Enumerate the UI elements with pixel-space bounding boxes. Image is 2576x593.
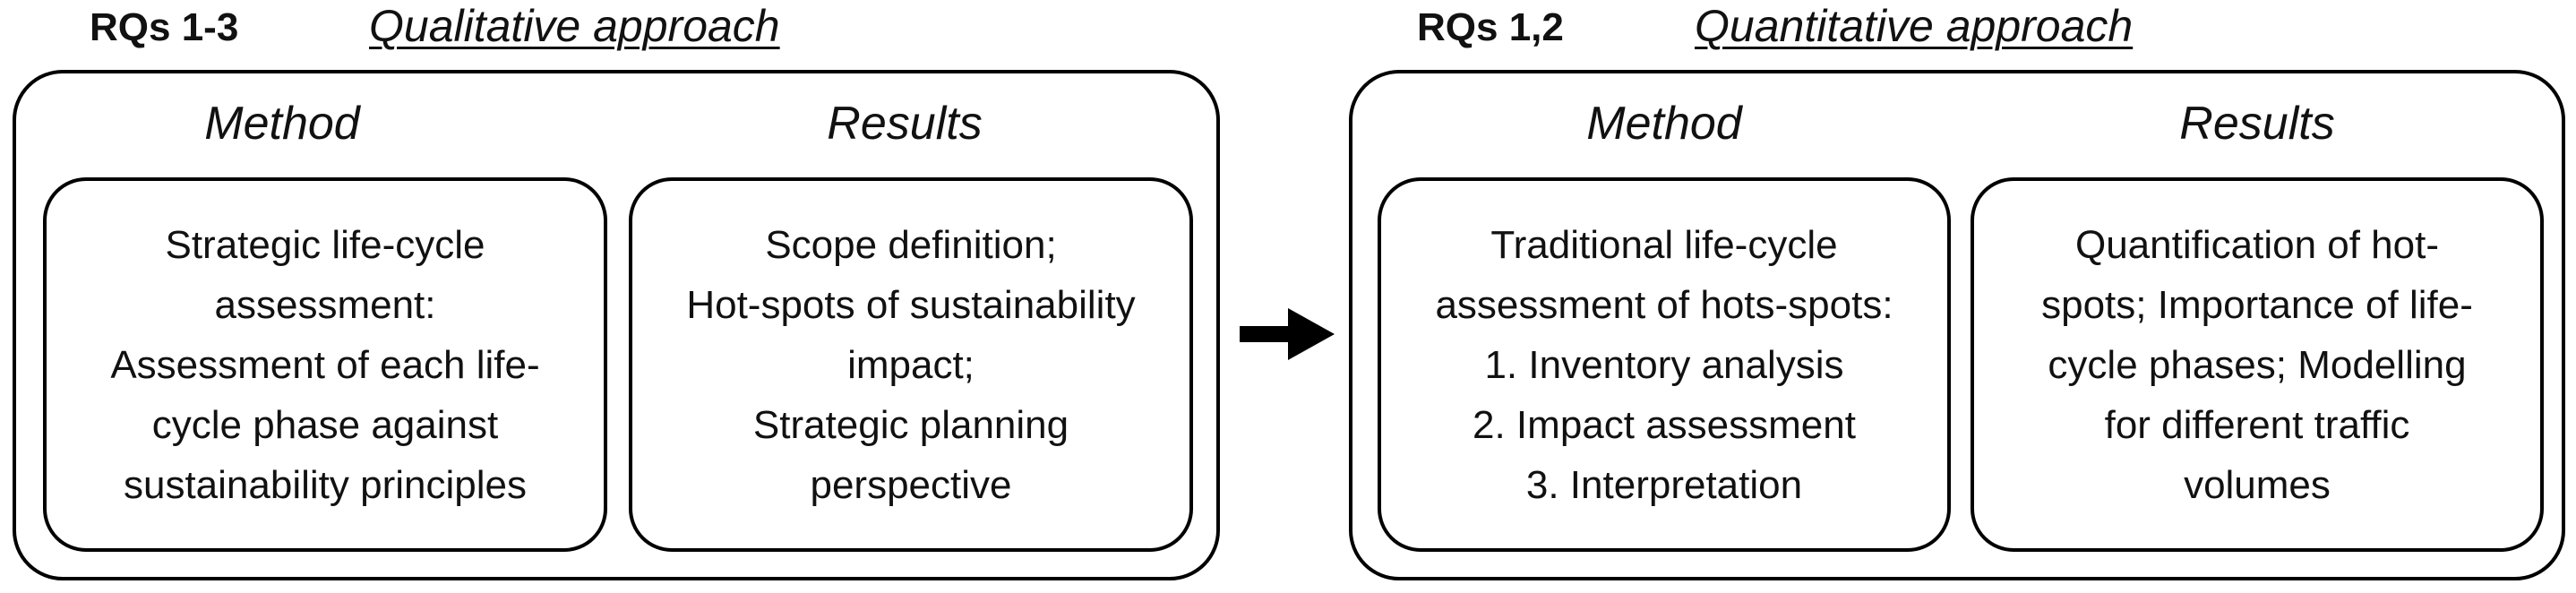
right-method-text: Traditional life-cycle assessment of hot… [1435, 222, 1893, 507]
left-approach-title: Qualitative approach [369, 1, 780, 51]
left-method-text: Strategic life-cycle assessment: Assessm… [110, 222, 540, 507]
left-results-heading: Results [827, 98, 983, 150]
right-method-box: Traditional life-cycle assessment of hot… [1378, 177, 1951, 552]
right-method-heading: Method [1586, 98, 1742, 150]
qualitative-panel [13, 70, 1220, 580]
right-approach-title: Quantitative approach [1695, 1, 2134, 51]
left-method-box: Strategic life-cycle assessment: Assessm… [43, 177, 607, 552]
right-rq-label: RQs 1,2 [1417, 5, 1564, 49]
right-results-text: Quantification of hot- spots; Importance… [2041, 222, 2473, 507]
quantitative-panel [1349, 70, 2565, 580]
left-method-heading: Method [204, 98, 360, 150]
left-rq-label: RQs 1-3 [90, 5, 239, 49]
arrow-right-icon [1240, 308, 1335, 360]
right-results-heading: Results [2179, 98, 2335, 150]
right-results-box: Quantification of hot- spots; Importance… [1971, 177, 2544, 552]
left-results-text: Scope definition; Hot-spots of sustainab… [686, 222, 1136, 507]
left-results-box: Scope definition; Hot-spots of sustainab… [629, 177, 1193, 552]
